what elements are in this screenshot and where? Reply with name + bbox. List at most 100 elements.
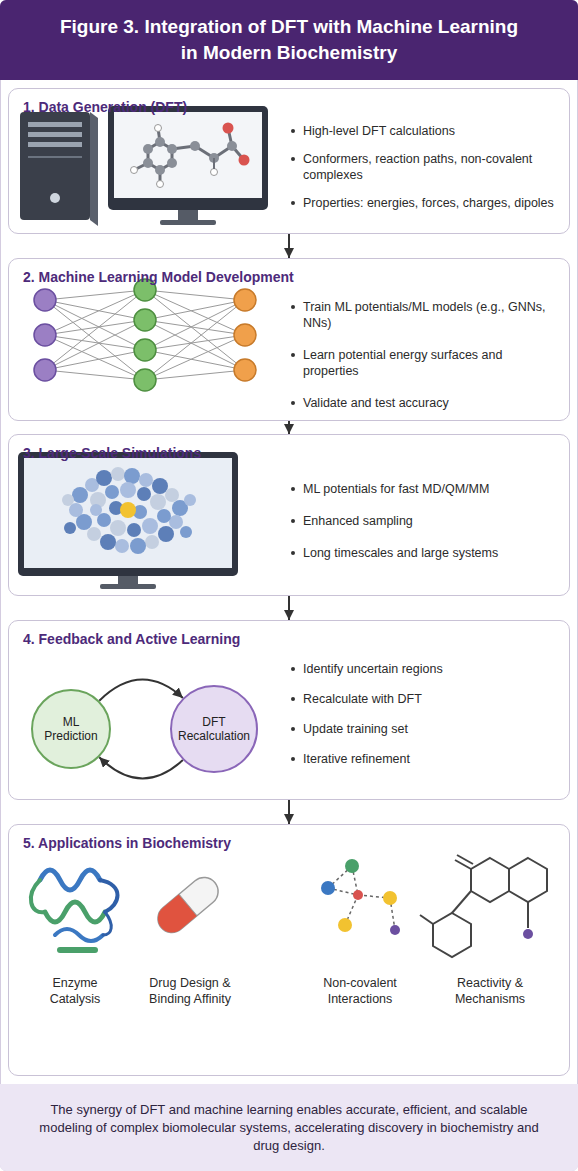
bullet-list: ML potentials for fast MD/QM/MM Enhanced … bbox=[291, 481, 557, 561]
interaction-graph-icon bbox=[321, 859, 400, 935]
monitor-protein-part-part bbox=[87, 527, 101, 541]
monitor-protein-part-part bbox=[120, 482, 136, 498]
stage-heading: 2. Machine Learning Model Development bbox=[23, 268, 555, 286]
monitor-protein-part-part bbox=[124, 468, 140, 484]
monitor-molecule-part bbox=[239, 155, 250, 166]
monitor-molecule-part bbox=[108, 106, 268, 210]
interaction-graph-icon-part bbox=[338, 918, 352, 932]
cycle-circle: ML Prediction bbox=[31, 689, 111, 769]
monitor-protein-part-part bbox=[158, 526, 174, 542]
monitor-molecule-part-part bbox=[155, 165, 165, 175]
enzyme-icon-part bbox=[31, 880, 45, 912]
bullet-dot bbox=[291, 129, 295, 133]
capsule-icon bbox=[152, 872, 224, 938]
flow-arrow bbox=[99, 680, 183, 701]
figure-caption: The synergy of DFT and machine learning … bbox=[29, 1101, 549, 1155]
monitor-molecule-part bbox=[160, 220, 216, 225]
monitor-molecule-part bbox=[178, 210, 198, 220]
neural-network-part bbox=[45, 290, 145, 300]
reaction-structure-icon-part bbox=[452, 891, 471, 913]
enzyme-icon-part bbox=[60, 947, 95, 953]
stage-panel: 4. Feedback and Active LearningIdentify … bbox=[8, 620, 570, 800]
bullet-dot bbox=[291, 157, 295, 161]
bullet-item: Train ML potentials/ML models (e.g., GNN… bbox=[291, 299, 557, 331]
bullet-dot bbox=[291, 201, 295, 205]
monitor-molecule-part-part bbox=[227, 141, 237, 151]
server-tower-part bbox=[90, 112, 98, 226]
stage-heading: 1. Data Generation (DFT) bbox=[23, 98, 555, 116]
stage-heading: 3. Large-Scale Simulations bbox=[23, 444, 555, 462]
caption-band: The synergy of DFT and machine learning … bbox=[0, 1084, 578, 1171]
monitor-protein-part-part bbox=[184, 494, 196, 506]
neural-network-part bbox=[45, 320, 145, 370]
bullet-item: Iterative refinement bbox=[291, 751, 557, 767]
monitor-molecule-part bbox=[157, 181, 164, 188]
interaction-graph-icon-part bbox=[390, 925, 400, 935]
flow-arrow bbox=[99, 757, 183, 778]
monitor-protein-part-part bbox=[150, 494, 166, 510]
bullet-text: Iterative refinement bbox=[303, 751, 557, 767]
monitor-protein-part-part bbox=[165, 488, 179, 502]
bullet-text: Enhanced sampling bbox=[303, 513, 557, 529]
neural-network bbox=[34, 279, 256, 391]
circle-label: ML Prediction bbox=[41, 715, 101, 743]
monitor-protein-part-part bbox=[152, 478, 168, 494]
monitor-molecule-part-part bbox=[190, 141, 200, 151]
bullet-dot bbox=[291, 401, 295, 405]
reaction-structure-icon-part bbox=[457, 855, 473, 864]
bullet-dot bbox=[291, 757, 295, 761]
monitor-protein-part-part bbox=[130, 538, 146, 554]
bullet-dot bbox=[291, 519, 295, 523]
bullet-text: Learn potential energy surfaces and prop… bbox=[303, 347, 557, 379]
monitor-molecule-part bbox=[213, 158, 215, 169]
bullet-dot bbox=[291, 305, 295, 309]
monitor-molecule bbox=[108, 106, 268, 225]
reaction-structure-icon-part bbox=[523, 929, 533, 939]
monitor-molecule-part bbox=[223, 123, 234, 134]
stage-heading: 5. Applications in Biochemistry bbox=[23, 834, 555, 852]
monitor-molecule-part bbox=[211, 169, 218, 176]
server-tower-part bbox=[28, 122, 82, 127]
reaction-structure-icon-part bbox=[420, 915, 433, 924]
bullet-dot bbox=[291, 667, 295, 671]
neural-network-part bbox=[45, 300, 145, 350]
server-tower-part bbox=[28, 142, 82, 147]
neural-network-part-part bbox=[34, 289, 56, 311]
monitor-protein-part-part bbox=[137, 487, 151, 501]
monitor-protein-part bbox=[62, 467, 196, 554]
stage-panel: 1. Data Generation (DFT) High-level DFT c… bbox=[8, 88, 570, 234]
monitor-protein-part-part bbox=[127, 523, 141, 537]
monitor-protein-part-part bbox=[62, 494, 74, 506]
stage-panel: 5. Applications in Biochemistry bbox=[8, 824, 570, 1076]
bullet-item: Properties: energies, forces, charges, d… bbox=[291, 195, 557, 211]
flow-arrow bbox=[288, 800, 290, 824]
neural-network-part bbox=[145, 320, 245, 370]
neural-network-part bbox=[145, 300, 245, 320]
application-label: Non-covalent Interactions bbox=[312, 975, 408, 1007]
reaction-structure-icon-part bbox=[471, 858, 509, 902]
monitor-protein-part-part bbox=[72, 487, 88, 503]
monitor-protein-part-part bbox=[105, 485, 119, 499]
reaction-structure-icon bbox=[420, 855, 547, 957]
bullet-text: Recalculate with DFT bbox=[303, 691, 557, 707]
neural-network-part bbox=[145, 350, 245, 370]
bullet-list: High-level DFT calculationsConformers, r… bbox=[291, 123, 557, 211]
neural-network-part bbox=[45, 300, 145, 320]
neural-network-part bbox=[134, 279, 156, 391]
bullet-item: Identify uncertain regions bbox=[291, 661, 557, 677]
neural-network-part bbox=[234, 289, 256, 381]
monitor-molecule-part bbox=[114, 112, 262, 198]
bullet-text: High-level DFT calculations bbox=[303, 123, 557, 139]
enzyme-icon-part bbox=[55, 929, 103, 941]
monitor-protein-part bbox=[118, 576, 138, 584]
cycle-circle: DFT Recalculation bbox=[170, 685, 258, 773]
monitor-molecule-part-part bbox=[143, 144, 153, 154]
monitor-protein-part-part bbox=[110, 520, 126, 536]
monitor-protein-part-part bbox=[145, 535, 159, 549]
monitor-molecule-part bbox=[155, 125, 162, 132]
monitor-molecule-part-part bbox=[155, 137, 165, 147]
monitor-molecule-part-part bbox=[143, 158, 153, 168]
monitor-protein-part-part bbox=[115, 539, 129, 553]
bullet-text: ML potentials for fast MD/QM/MM bbox=[303, 481, 557, 497]
bullet-item: Recalculate with DFT bbox=[291, 691, 557, 707]
